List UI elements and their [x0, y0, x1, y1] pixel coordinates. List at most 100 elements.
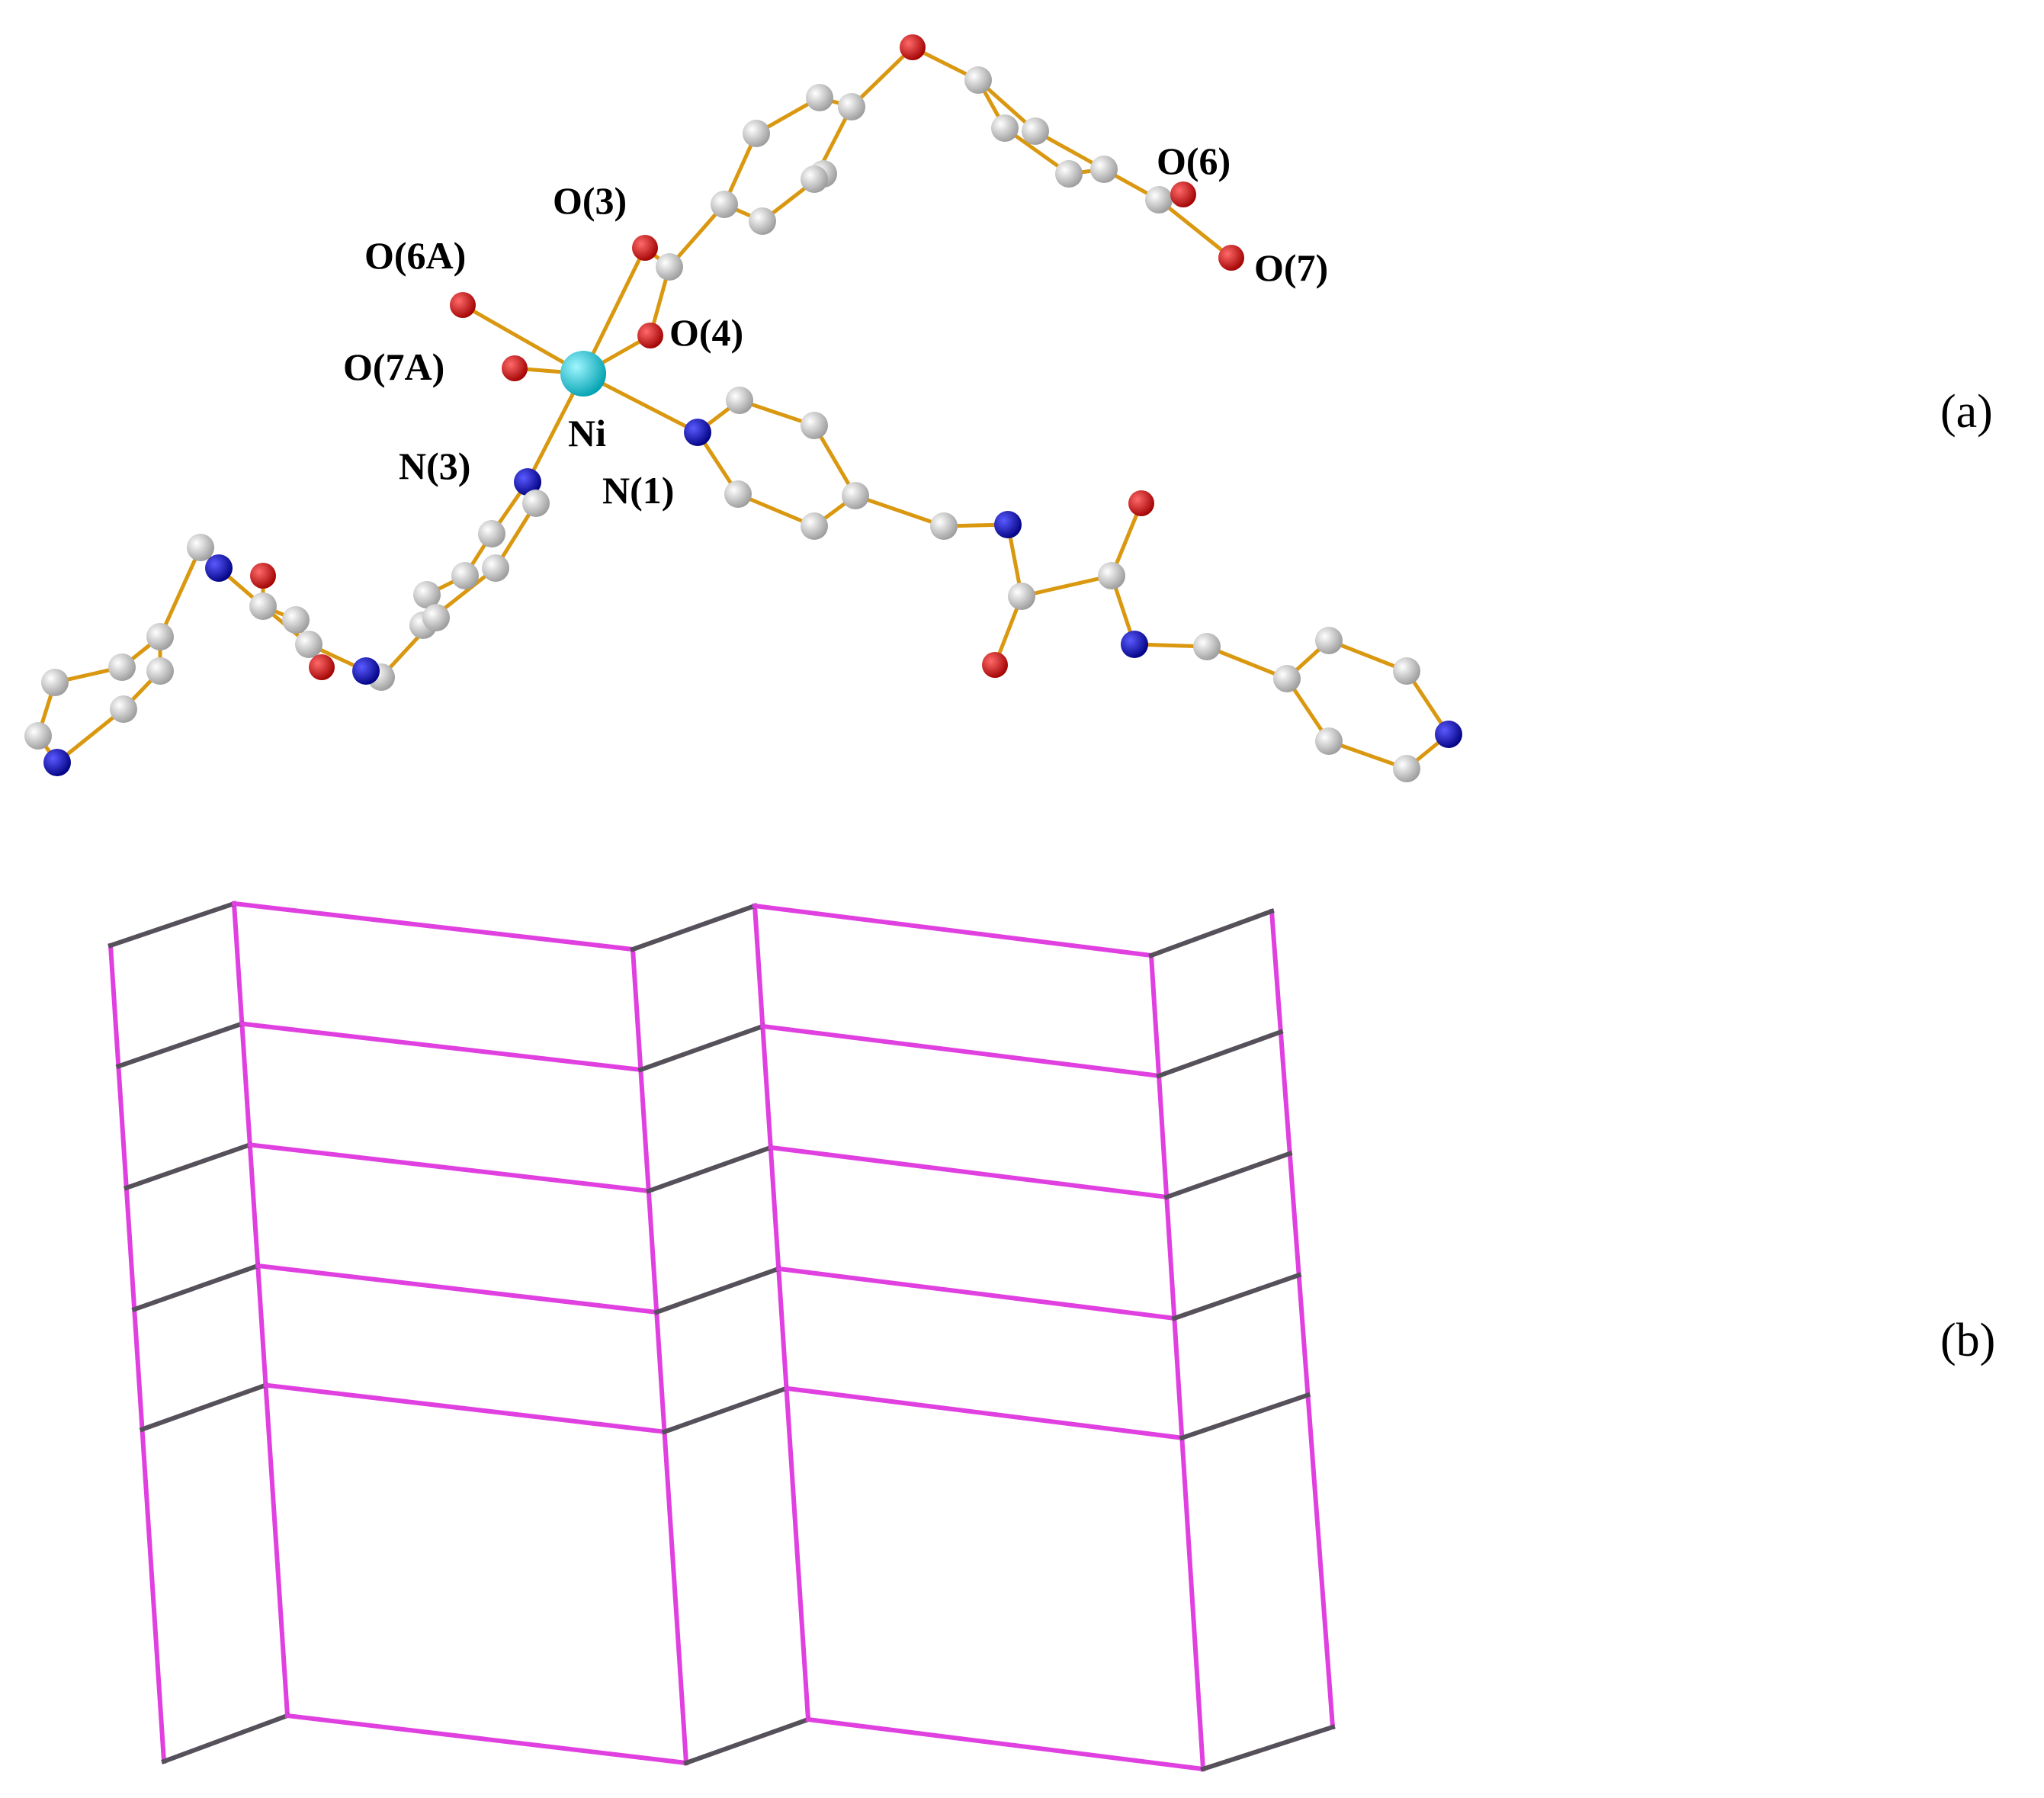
- carbon-atom-c3: [743, 120, 770, 147]
- carbon-atom-c20: [930, 512, 958, 540]
- bond-c27-c28: [1327, 739, 1409, 771]
- carbon-atom-c4: [806, 84, 833, 111]
- oxygen-atom-o11: [309, 654, 335, 680]
- carbon-atom-c41: [146, 623, 174, 650]
- net-link-gray-35: [1200, 1724, 1336, 1772]
- label-o4: O(4): [669, 311, 743, 354]
- net-link-gray-22: [661, 1385, 790, 1435]
- carbon-atom-c34: [482, 554, 509, 582]
- carbon-atom-c5: [838, 93, 865, 120]
- bond-c23-c24: [1205, 644, 1289, 681]
- network-topology-panel: (b): [107, 901, 1995, 1772]
- carbon-atom-c45: [41, 669, 69, 696]
- net-link-gray-8: [123, 1141, 253, 1191]
- nitrogen-atom-n7: [352, 657, 380, 685]
- carbon-atom-c11: [1090, 156, 1118, 183]
- carbon-atom-c29: [522, 490, 550, 517]
- nitrogen-atom-n8: [205, 554, 233, 582]
- net-column-5: [1269, 908, 1336, 1730]
- carbon-atom-c23: [1193, 633, 1221, 660]
- carbon-atom-c44: [24, 722, 52, 750]
- net-column-0: [107, 942, 167, 1764]
- carbon-atom-c24: [1273, 665, 1301, 692]
- label-o7a: O(7A): [343, 345, 444, 388]
- panel-label-b: (b): [1940, 1315, 1995, 1366]
- label-o7: O(7): [1254, 246, 1328, 289]
- net-column-1: [231, 901, 290, 1719]
- carbon-atom-c16: [801, 412, 828, 439]
- net-rung-magenta-27: [775, 1266, 1177, 1321]
- oxygen-atom-o7: [1218, 245, 1244, 271]
- carbon-atom-c7: [749, 207, 776, 235]
- carbon-atom-c40: [187, 534, 214, 561]
- nickel-atom-ni: [560, 351, 606, 397]
- bond-ni-o6a: [460, 303, 586, 376]
- carbon-atom-c46: [108, 653, 136, 681]
- net-link-gray-33: [1171, 1272, 1302, 1321]
- carbon-atom-c9: [964, 66, 992, 94]
- carbon-atom-c22: [1098, 562, 1125, 589]
- carbon-atom-c13: [991, 114, 1019, 142]
- label-ni: Ni: [568, 412, 606, 454]
- net-link-gray-21: [653, 1266, 782, 1315]
- carbon-atom-c28: [1315, 727, 1343, 755]
- net-rung-magenta-17: [284, 1713, 689, 1766]
- net-rung-magenta-24: [752, 903, 1154, 958]
- carbon-atom-c37: [295, 631, 322, 658]
- net-link-gray-30: [1148, 908, 1275, 958]
- carbon-atom-c38: [249, 592, 277, 620]
- carbon-atom-c1: [656, 253, 683, 281]
- carbon-atom-c47: [146, 657, 174, 685]
- net-link-gray-18: [630, 903, 758, 952]
- net-rung-magenta-13: [239, 1021, 643, 1073]
- net-rung-magenta-28: [784, 1385, 1185, 1441]
- carbon-atom-c32: [413, 581, 441, 608]
- nitrogen-atom-n3: [514, 468, 541, 496]
- net-link-gray-23: [683, 1716, 811, 1766]
- nitrogen-atom-n4: [994, 511, 1022, 538]
- net-link-gray-10: [139, 1382, 269, 1433]
- net-edges: [107, 901, 1336, 1772]
- net-rung-magenta-26: [768, 1145, 1170, 1200]
- bond-c18-c19: [736, 492, 817, 528]
- label-o3: O(3): [553, 179, 627, 222]
- label-n3: N(3): [399, 445, 470, 487]
- label-o6a: O(6A): [364, 234, 466, 277]
- carbon-atom-c27: [1393, 755, 1420, 782]
- carbon-atom-c17: [842, 482, 869, 509]
- bond-c40-c41: [158, 545, 203, 639]
- carbon-atom-c26: [1393, 657, 1420, 685]
- net-link-gray-20: [645, 1145, 774, 1194]
- carbon-atom-c15: [726, 387, 753, 414]
- carbon-atom-c12: [1055, 160, 1083, 188]
- oxygen-atom-o8: [982, 652, 1008, 678]
- bond-c25-c26: [1327, 638, 1409, 673]
- oxygen-atom-o7a: [502, 355, 528, 381]
- net-link-gray-9: [131, 1263, 262, 1313]
- net-link-gray-11: [161, 1713, 290, 1764]
- bond-c1-c2: [667, 202, 727, 269]
- atoms: [24, 34, 1462, 782]
- net-column-2: [630, 946, 689, 1766]
- carbon-atom-c39: [282, 606, 310, 634]
- nitrogen-atom-n5: [1121, 631, 1148, 658]
- net-link-gray-19: [637, 1023, 766, 1073]
- net-column-3: [752, 903, 811, 1723]
- nitrogen-atom-n1: [684, 419, 711, 446]
- carbon-atom-c42: [110, 695, 137, 723]
- net-rung-magenta-15: [255, 1263, 659, 1315]
- carbon-atom-c25: [1315, 627, 1343, 654]
- oxygen-atom-o5: [900, 34, 926, 60]
- net-rung-magenta-14: [247, 1141, 652, 1194]
- oxygen-atom-o10: [250, 563, 276, 589]
- net-rung-magenta-29: [805, 1716, 1206, 1772]
- net-link-gray-32: [1163, 1150, 1293, 1200]
- oxygen-atom-o3: [632, 235, 658, 261]
- bond-c42-n9: [55, 707, 126, 765]
- net-link-gray-7: [115, 1020, 245, 1070]
- label-n1: N(1): [602, 469, 674, 512]
- bond-ni-o3: [581, 246, 647, 376]
- net-rung-magenta-25: [760, 1023, 1162, 1079]
- carbon-atom-c8: [801, 165, 828, 193]
- bond-c14-o7: [1157, 197, 1234, 260]
